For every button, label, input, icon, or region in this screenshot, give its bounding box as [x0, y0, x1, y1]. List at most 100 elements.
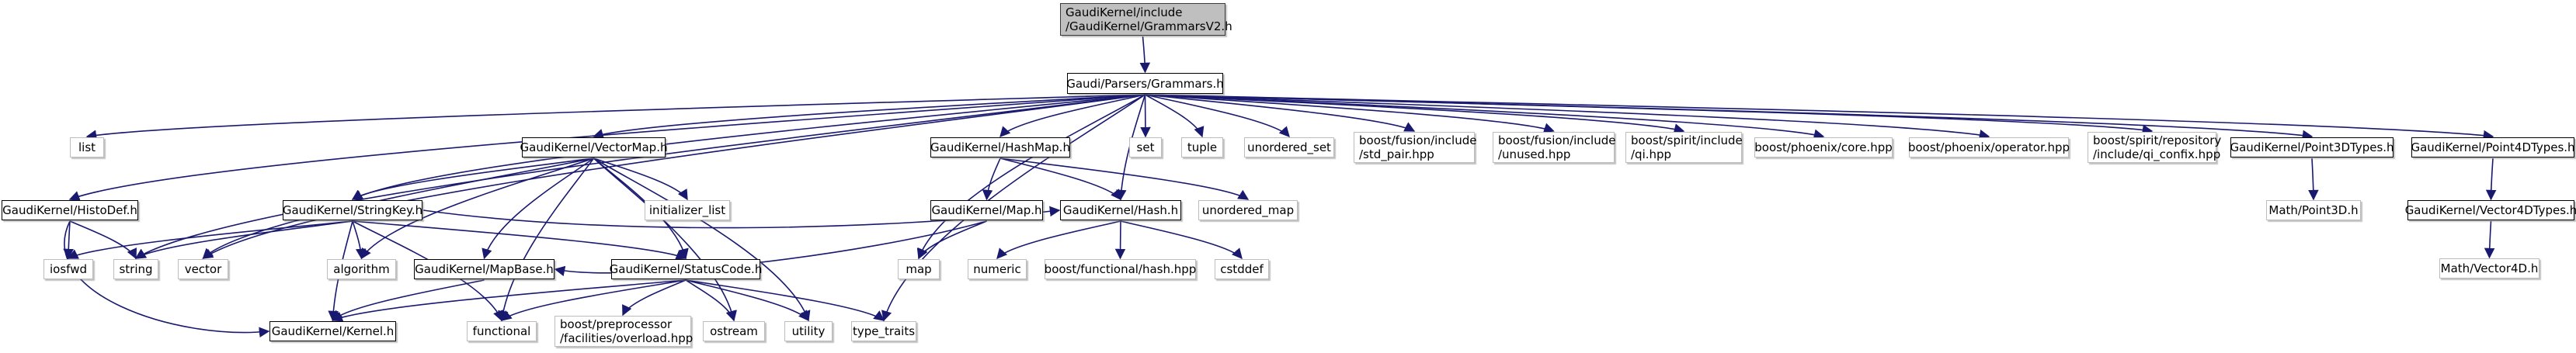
node-functional: functional	[467, 321, 537, 341]
node-label: GaudiKernel/HistoDef.h	[2, 203, 137, 217]
node-hash-hpp: boost/functional/hash.hpp	[1045, 259, 1196, 279]
node-statuscode[interactable]: GaudiKernel/StatusCode.h	[610, 259, 762, 279]
include-edge-hashmap-to-unordered-map	[999, 157, 1250, 200]
include-edge-hash-h-to-numeric	[996, 220, 1121, 260]
include-edge-histodef-to-iosfwd	[63, 220, 74, 260]
node-label: algorithm	[333, 262, 390, 276]
node-ostream: ostream	[703, 321, 765, 341]
node-label: initializer_list	[648, 203, 726, 217]
node-label: boost/phoenix/core.hpp	[1754, 140, 1893, 154]
include-edge-grammars-to-unordered-set	[1145, 94, 1290, 138]
node-list: list	[70, 137, 104, 157]
node-algorithm: algorithm	[327, 259, 396, 279]
node-map: map	[898, 259, 940, 279]
node-vector4dtypes[interactable]: GaudiKernel/Vector4DTypes.h	[2404, 200, 2576, 220]
include-edge-root-to-grammars	[1139, 36, 1151, 74]
node-label-line: boost/fusion/include	[1498, 133, 1616, 147]
node-mapbase[interactable]: GaudiKernel/MapBase.h	[414, 259, 554, 279]
include-edge-vectormap-to-mapbase	[481, 157, 594, 260]
node-label: Gaudi/Parsers/Grammars.h	[1066, 76, 1224, 91]
node-label: Math/Vector4D.h	[2440, 261, 2539, 275]
node-qi-confix: boost/spirit/repository/include/qi_confi…	[2088, 132, 2221, 163]
include-edge-statuscode-to-kernel	[332, 279, 687, 322]
node-label: GaudiKernel/Kernel.h	[271, 324, 395, 338]
node-label-line: /include/qi_confix.hpp	[2093, 147, 2221, 161]
node-qi: boost/spirit/include/qi.hpp	[1625, 132, 1743, 163]
node-math-point3d: Math/Point3D.h	[2266, 200, 2361, 220]
node-point3dtypes[interactable]: GaudiKernel/Point3DTypes.h	[2230, 137, 2394, 157]
node-label: GaudiKernel/MapBase.h	[415, 262, 554, 276]
node-label: map	[906, 262, 932, 276]
node-label: GaudiKernel/Map.h	[931, 203, 1042, 217]
node-kernel[interactable]: GaudiKernel/Kernel.h	[269, 321, 396, 341]
include-edge-vectormap-to-ostream	[593, 157, 737, 322]
node-label-line: /qi.hpp	[1631, 147, 1672, 161]
node-label: unordered_set	[1247, 140, 1331, 154]
include-edge-statuscode-to-utility	[685, 279, 809, 322]
node-label-line: boost/spirit/include	[1631, 133, 1743, 147]
include-edge-hashmap-to-hash-h	[999, 157, 1121, 201]
node-label: unordered_map	[1201, 203, 1295, 217]
node-label: utility	[791, 324, 826, 338]
node-label-line: boost/fusion/include	[1359, 133, 1477, 147]
node-numeric: numeric	[968, 259, 1027, 279]
include-edge-vectormap-to-algorithm	[360, 157, 594, 260]
node-tuple: tuple	[1181, 137, 1223, 157]
node-label: numeric	[973, 262, 1021, 276]
node-point4dtypes[interactable]: GaudiKernel/Point4DTypes.h	[2411, 137, 2575, 157]
node-grammars[interactable]: Gaudi/Parsers/Grammars.h	[1066, 73, 1224, 94]
node-map-h[interactable]: GaudiKernel/Map.h	[930, 200, 1043, 220]
node-overload: boost/preprocessor/facilities/overload.h…	[554, 316, 694, 347]
include-edge-statuscode-to-ostream	[685, 279, 736, 322]
node-label: GaudiKernel/Vector4DTypes.h	[2404, 203, 2576, 217]
node-unordered-set: unordered_set	[1244, 137, 1334, 157]
node-cstddef: cstddef	[1215, 259, 1269, 279]
include-edge-vectormap-to-stringkey	[351, 157, 594, 200]
node-label: list	[78, 140, 96, 154]
include-edge-grammars-to-vector	[202, 94, 1145, 259]
node-label: ostream	[710, 324, 758, 338]
include-edge-stringkey-to-statuscode	[352, 220, 687, 260]
node-label-line: /unused.hpp	[1498, 147, 1571, 161]
node-std-pair: boost/fusion/include/std_pair.hpp	[1354, 132, 1477, 163]
include-edge-map-h-to-map	[918, 220, 987, 260]
include-edge-stringkey-to-string	[134, 220, 353, 259]
node-label: GaudiKernel/Point4DTypes.h	[2411, 140, 2575, 154]
include-edge-stringkey-to-iosfwd	[67, 220, 353, 259]
node-unordered-map: unordered_map	[1198, 200, 1298, 220]
node-label: GaudiKernel/Point3DTypes.h	[2230, 140, 2394, 154]
include-edge-histodef-to-string	[69, 220, 137, 260]
node-iosfwd: iosfwd	[43, 259, 93, 279]
include-edge-grammars-to-type-traits	[881, 94, 1145, 322]
include-edge-statuscode-to-type-traits	[685, 279, 885, 321]
node-label: Math/Point3D.h	[2268, 203, 2359, 217]
node-label: GaudiKernel/VectorMap.h	[520, 140, 668, 154]
include-edge-histodef-to-kernel	[64, 220, 270, 337]
node-math-vector4d: Math/Vector4D.h	[2439, 258, 2539, 279]
node-label-line: boost/preprocessor	[560, 317, 673, 331]
include-edge-hash-h-to-cstddef	[1120, 220, 1243, 260]
node-label: boost/phoenix/operator.hpp	[1907, 140, 2070, 154]
node-hash-h[interactable]: GaudiKernel/Hash.h	[1060, 200, 1181, 220]
node-hashmap[interactable]: GaudiKernel/HashMap.h	[930, 137, 1070, 157]
include-edge-grammars-to-map	[916, 94, 1145, 260]
node-label: GaudiKernel/HashMap.h	[930, 140, 1070, 154]
node-histodef[interactable]: GaudiKernel/HistoDef.h	[2, 200, 138, 220]
include-edge-grammars-to-std-pair	[1145, 94, 1416, 132]
include-edge-grammars-to-phoenix-operator	[1145, 94, 1990, 140]
node-label-line: /facilities/overload.hpp	[560, 331, 694, 345]
include-edge-grammars-to-unused	[1145, 94, 1555, 133]
node-label: cstddef	[1220, 262, 1264, 276]
node-label: boost/functional/hash.hpp	[1044, 262, 1197, 276]
node-vectormap[interactable]: GaudiKernel/VectorMap.h	[520, 137, 668, 157]
node-vector: vector	[178, 259, 228, 279]
include-edge-grammars-to-list	[85, 94, 1145, 140]
include-edge-grammars-to-phoenix-core	[1145, 94, 1825, 140]
node-stringkey[interactable]: GaudiKernel/StringKey.h	[283, 200, 422, 220]
include-edge-grammars-to-stringkey	[351, 94, 1145, 200]
include-edge-grammars-to-vectormap	[593, 94, 1145, 140]
node-string: string	[113, 259, 158, 279]
include-edge-grammars-to-point4dtypes	[1145, 94, 2494, 141]
node-label: functional	[472, 324, 531, 338]
